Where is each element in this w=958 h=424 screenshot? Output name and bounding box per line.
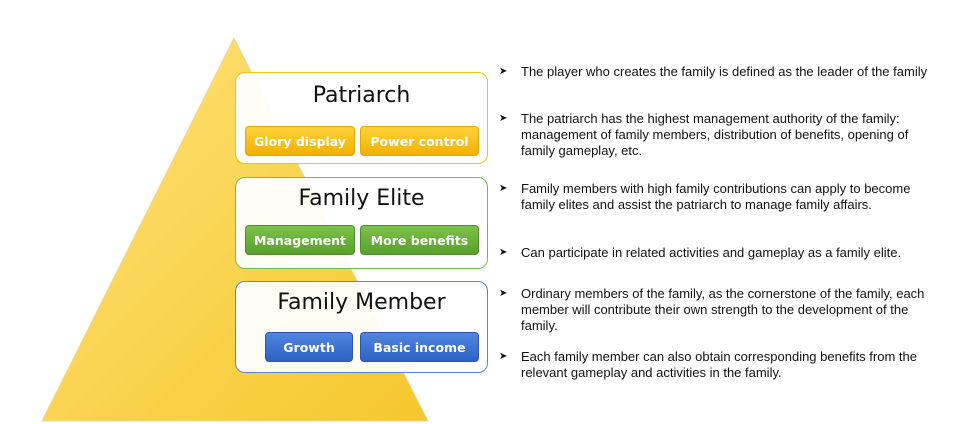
tag-more-benefits: More benefits bbox=[360, 225, 479, 255]
bullet-text: Family members with high family contribu… bbox=[521, 181, 911, 212]
tier-title-family-elite: Family Elite bbox=[298, 186, 425, 211]
tag-management: Management bbox=[245, 225, 355, 255]
arrow-bullet-icon: ➤ bbox=[499, 247, 508, 258]
tier-family-elite: Family Elite Management More benefits bbox=[235, 177, 488, 269]
tier-family-member: Family Member Growth Basic income bbox=[235, 281, 488, 373]
arrow-bullet-icon: ➤ bbox=[499, 351, 508, 362]
tier-title-patriarch: Patriarch bbox=[312, 83, 411, 108]
tier-patriarch: Patriarch Glory display Power control bbox=[235, 72, 488, 164]
tier-title-family-member: Family Member bbox=[277, 290, 446, 315]
bullet-text: The player who creates the family is def… bbox=[521, 64, 928, 79]
tag-power-control: Power control bbox=[360, 126, 479, 156]
arrow-bullet-icon: ➤ bbox=[499, 113, 508, 124]
arrow-bullet-icon: ➤ bbox=[499, 66, 508, 77]
arrow-bullet-icon: ➤ bbox=[499, 183, 508, 194]
bullet-text: Each family member can also obtain corre… bbox=[521, 349, 917, 380]
tag-glory-display: Glory display bbox=[245, 126, 355, 156]
bullet-text: The patriarch has the highest management… bbox=[521, 111, 909, 158]
tag-basic-income: Basic income bbox=[360, 332, 479, 362]
bullet-text: Ordinary members of the family, as the c… bbox=[521, 286, 925, 333]
arrow-bullet-icon: ➤ bbox=[499, 288, 508, 299]
bullet-text: Can participate in related activities an… bbox=[521, 245, 902, 260]
tag-growth: Growth bbox=[265, 332, 353, 362]
